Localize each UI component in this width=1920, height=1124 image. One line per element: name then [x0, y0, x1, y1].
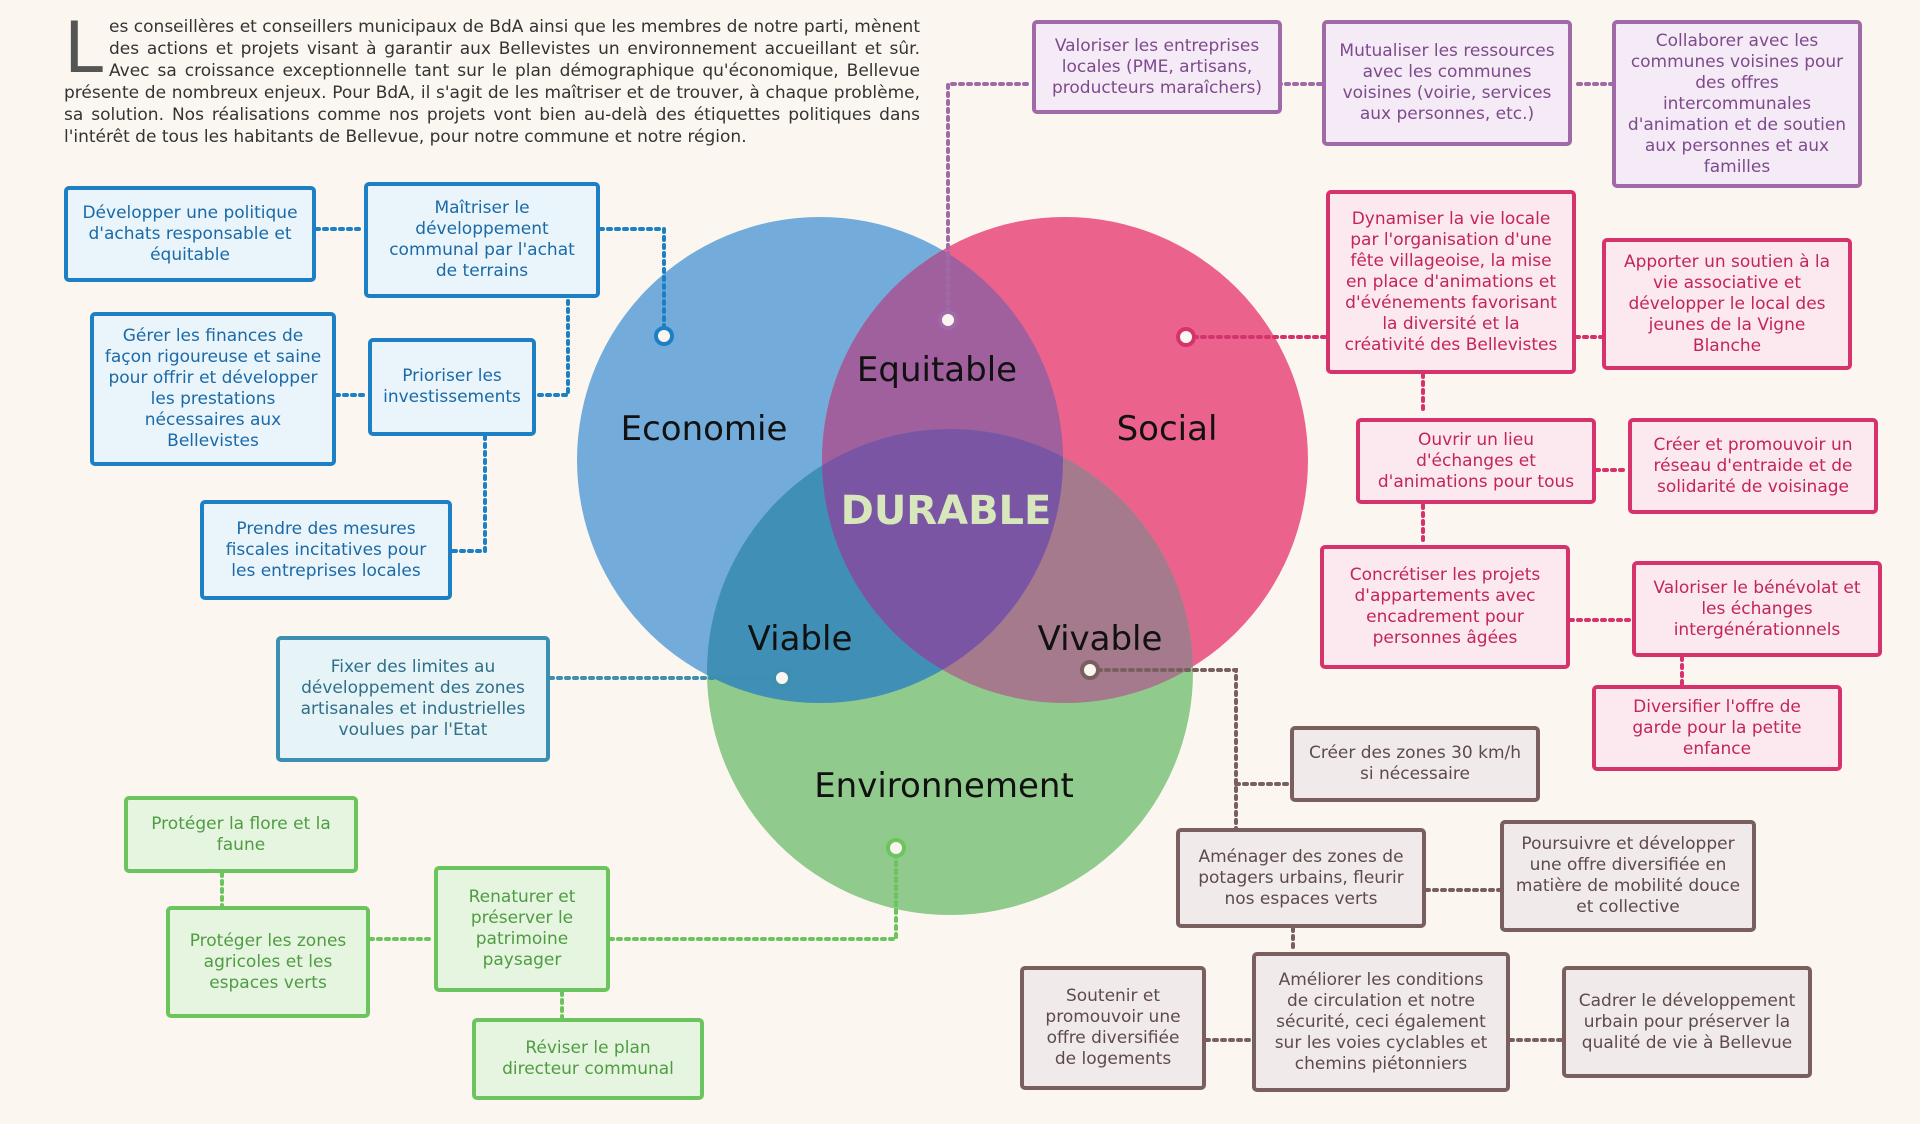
box-soutien-vie-associative: Apporter un soutien à la vie associative… [1602, 238, 1852, 370]
box-reseau-entraide: Créer et promouvoir un réseau d'entraide… [1628, 418, 1878, 514]
box-achats-responsables: Développer une politique d'achats respon… [64, 186, 316, 282]
box-renaturer: Renaturer et préserver le patrimoine pay… [434, 866, 610, 992]
box-benevolat: Valoriser le bénévolat et les échanges i… [1632, 561, 1882, 657]
label-equitable: Equitable [857, 350, 1017, 390]
box-mobilite-douce: Poursuivre et développer une offre diver… [1500, 820, 1756, 932]
box-mesures-fiscales: Prendre des mesures fiscales incitatives… [200, 500, 452, 600]
box-zones-agricoles: Protéger les zones agricoles et les espa… [166, 906, 370, 1018]
box-zones-30kmh: Créer des zones 30 km/h si nécessaire [1290, 726, 1540, 802]
box-plan-directeur: Réviser le plan directeur communal [472, 1018, 704, 1100]
box-potagers-urbains: Aménager des zones de potagers urbains, … [1176, 828, 1426, 928]
box-logements: Soutenir et promouvoir une offre diversi… [1020, 966, 1206, 1090]
label-durable: DURABLE [841, 488, 1052, 534]
box-collaborer-communes: Collaborer avec les communes voisines po… [1612, 20, 1862, 188]
label-social: Social [1117, 409, 1218, 449]
box-mutualiser-ressources: Mutualiser les ressources avec les commu… [1322, 20, 1572, 146]
label-economie: Economie [621, 409, 788, 449]
box-appartements-encadrement: Concrétiser les projets d'appartements a… [1320, 545, 1570, 669]
box-achat-terrains: Maîtriser le développement communal par … [364, 182, 600, 298]
box-gerer-finances: Gérer les finances de façon rigoureuse e… [90, 312, 336, 466]
intro-text: es conseillères et conseillers municipau… [64, 17, 920, 147]
connectors [220, 82, 1684, 1042]
box-circulation-securite: Améliorer les conditions de circulation … [1252, 952, 1510, 1092]
box-garde-enfance: Diversifier l'offre de garde pour la pet… [1592, 685, 1842, 771]
label-environnement: Environnement [814, 766, 1074, 806]
box-limites-zones: Fixer des limites au développement des z… [276, 636, 550, 762]
box-lieu-echanges: Ouvrir un lieu d'échanges et d'animation… [1356, 418, 1596, 504]
box-prioriser-investissements: Prioriser les investissements [368, 338, 536, 436]
box-valoriser-entreprises: Valoriser les entreprises locales (PME, … [1032, 20, 1282, 114]
label-viable: Viable [748, 619, 853, 659]
intro-dropcap: L [64, 7, 103, 89]
anchor-rings [654, 310, 1196, 858]
box-dynamiser-vie-locale: Dynamiser la vie locale par l'organisati… [1326, 190, 1576, 374]
box-proteger-flore: Protéger la flore et la faune [124, 796, 358, 873]
box-cadrer-developpement: Cadrer le développement urbain pour prés… [1562, 966, 1812, 1078]
label-vivable: Vivable [1038, 619, 1163, 659]
